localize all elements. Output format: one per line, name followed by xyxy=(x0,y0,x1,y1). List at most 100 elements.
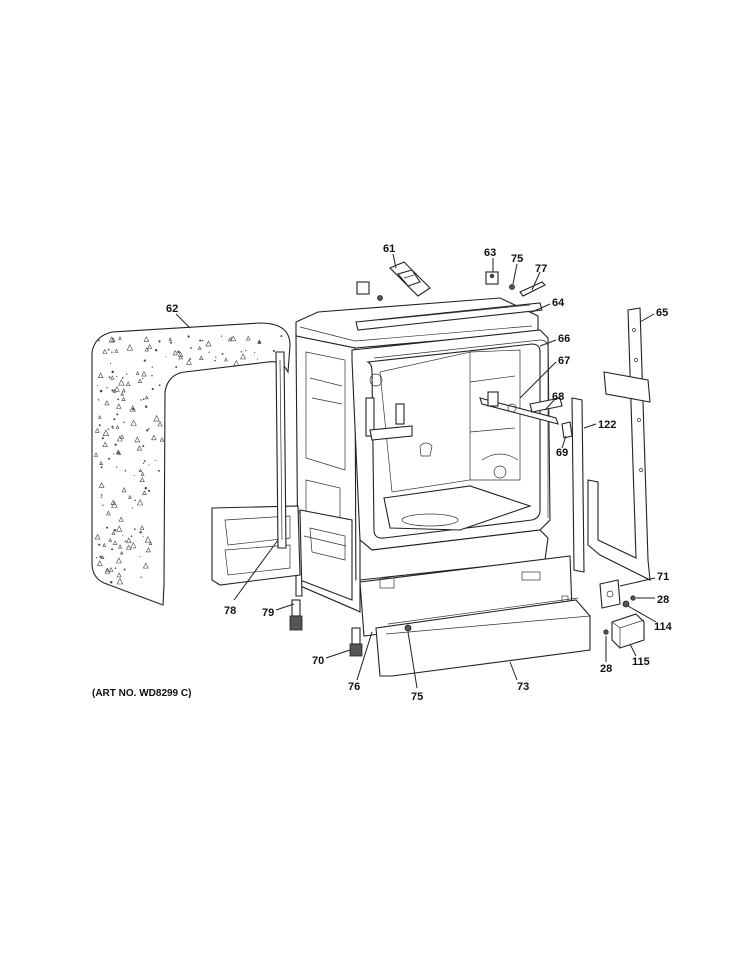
speckle-mark xyxy=(128,494,132,499)
speckle-mark xyxy=(131,507,133,509)
speckle-mark xyxy=(126,537,132,543)
speckle-mark xyxy=(117,451,119,454)
side-trim-strip xyxy=(571,397,585,573)
speckle-mark xyxy=(97,372,104,378)
art-number: (ART NO. WD8299 C) xyxy=(92,688,191,699)
speckle-mark xyxy=(151,375,153,377)
speckle-mark xyxy=(99,389,103,393)
speckle-mark xyxy=(107,428,110,431)
speckle-mark xyxy=(165,356,167,358)
speckle-mark xyxy=(130,542,137,549)
speckle-mark xyxy=(108,538,113,542)
callout-63: 63 xyxy=(484,247,496,259)
speckle-mark xyxy=(123,568,126,571)
speckle-mark xyxy=(111,351,113,354)
speckle-mark xyxy=(141,377,144,380)
speckle-mark xyxy=(106,510,111,516)
speckle-mark xyxy=(157,469,160,472)
speckle-mark xyxy=(116,525,123,532)
speckle-mark xyxy=(98,424,101,427)
speckle-mark xyxy=(116,572,122,578)
speckle-mark xyxy=(97,415,102,419)
speckle-mark xyxy=(144,395,149,400)
speckle-mark xyxy=(214,359,216,362)
speckle-mark xyxy=(120,434,125,439)
speckle-mark xyxy=(110,580,113,584)
speckle-mark xyxy=(114,443,117,446)
speckle-mark xyxy=(116,577,124,585)
speckle-mark xyxy=(144,347,149,352)
speckle-mark xyxy=(135,371,140,375)
speckle-mark xyxy=(126,544,132,550)
callout-79: 79 xyxy=(262,607,274,619)
speckle-mark xyxy=(280,335,283,338)
door-gasket xyxy=(373,339,549,518)
speckle-mark xyxy=(120,392,125,396)
speckle-mark xyxy=(122,534,124,537)
speckle-mark xyxy=(136,445,143,451)
speckle-mark xyxy=(186,358,192,365)
speckle-mark xyxy=(130,535,133,537)
speckle-mark xyxy=(100,555,105,559)
speckle-mark xyxy=(98,482,105,488)
speckle-mark xyxy=(224,357,228,362)
speckle-mark xyxy=(230,337,233,339)
junction-box xyxy=(611,613,645,649)
toe-kick xyxy=(375,597,591,677)
speckle-mark xyxy=(115,449,121,454)
speckle-mark xyxy=(111,530,116,535)
callout-66: 66 xyxy=(558,333,570,345)
speckle-mark xyxy=(144,405,148,408)
speckle-mark xyxy=(208,351,210,353)
speckle-mark xyxy=(118,336,122,340)
speckle-mark xyxy=(124,469,127,472)
speckle-mark xyxy=(111,389,114,392)
speckle-mark xyxy=(142,398,145,401)
screw xyxy=(603,629,609,635)
speckle-mark xyxy=(139,525,145,530)
speckle-mark xyxy=(146,429,149,432)
speckle-mark xyxy=(102,504,104,506)
speckle-mark xyxy=(240,353,246,360)
speckle-mark xyxy=(112,427,114,430)
callout-122: 122 xyxy=(598,419,616,431)
speckle-mark xyxy=(157,421,163,427)
speckle-mark xyxy=(158,340,161,343)
speckle-mark xyxy=(227,337,232,342)
callout-73: 73 xyxy=(517,681,529,693)
speckle-mark xyxy=(142,535,144,537)
speckle-mark xyxy=(97,399,100,401)
speckle-mark xyxy=(142,562,149,569)
leveling-leg xyxy=(349,627,363,657)
speckle-mark xyxy=(245,349,247,352)
speckle-mark xyxy=(148,464,150,466)
speckle-mark xyxy=(93,452,99,457)
speckle-mark xyxy=(148,541,153,545)
speckle-mark xyxy=(178,354,183,360)
callout-64: 64 xyxy=(552,297,565,309)
speckle-mark xyxy=(121,376,124,379)
speckle-mark xyxy=(99,555,102,558)
speckle-mark xyxy=(199,339,202,342)
speckle-mark xyxy=(117,544,123,549)
speckle-mark xyxy=(215,356,217,358)
speckle-mark xyxy=(114,348,119,353)
speckle-mark xyxy=(124,540,127,542)
callout-69: 69 xyxy=(556,447,568,459)
speckle-mark xyxy=(154,460,156,462)
speckle-mark xyxy=(256,358,259,360)
speckle-mark xyxy=(140,399,142,401)
callout-115: 115 xyxy=(632,656,650,668)
callout-68: 68 xyxy=(552,391,564,403)
speckle-mark xyxy=(155,349,158,352)
speckle-mark xyxy=(96,560,103,566)
speckle-mark xyxy=(139,531,142,534)
speckle-mark xyxy=(94,427,100,433)
speckle-mark xyxy=(133,474,135,476)
speckle-mark xyxy=(143,462,145,464)
speckle-mark xyxy=(168,337,172,341)
speckle-mark xyxy=(129,405,136,412)
speckle-mark xyxy=(139,476,145,482)
speckle-mark xyxy=(113,528,117,532)
